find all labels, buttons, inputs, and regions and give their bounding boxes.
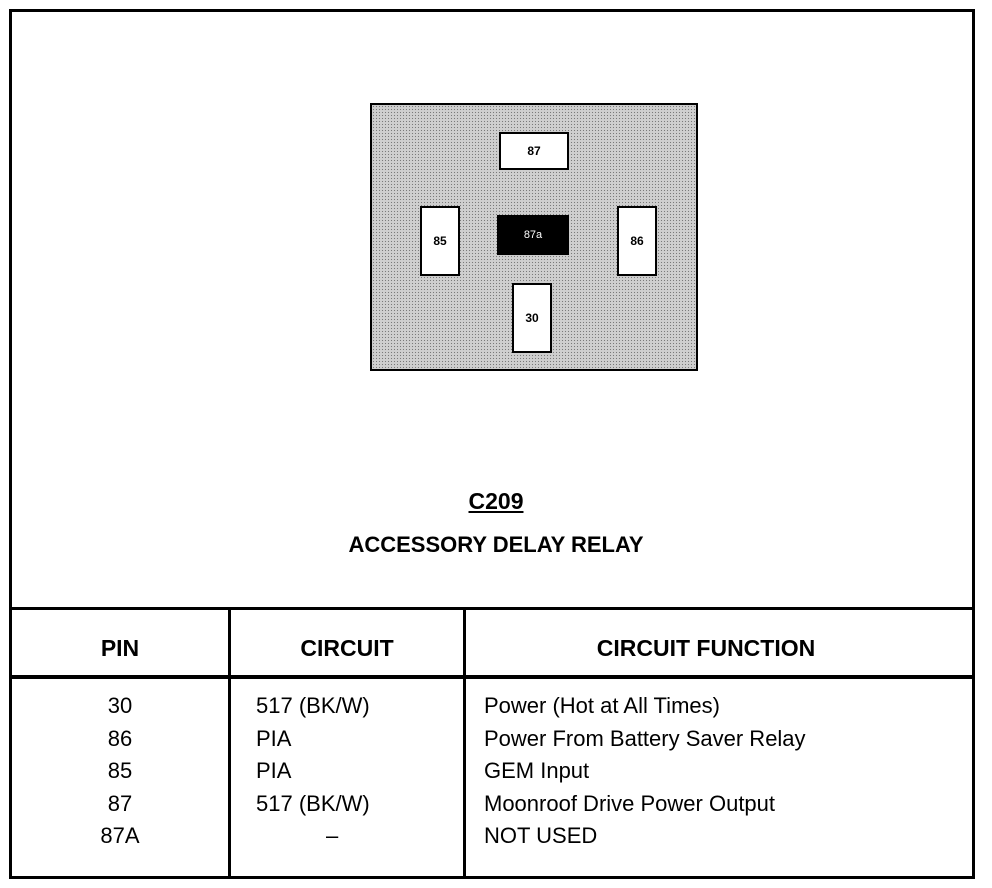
circuit-cell: PIA — [256, 725, 292, 751]
function-column: Power (Hot at All Times) Power From Batt… — [484, 690, 964, 853]
function-cell: GEM Input — [484, 758, 590, 783]
pin-cell: 30 — [107, 693, 133, 718]
header-circuit-function: CIRCUIT FUNCTION — [596, 634, 816, 661]
function-cell: Power From Battery Saver Relay — [484, 725, 806, 751]
pin-column: 30 86 85 87 87A — [80, 690, 160, 853]
function-cell: Moonroof Drive Power Output — [484, 790, 776, 816]
diagram-frame — [9, 9, 975, 879]
pin-cell: 85 — [107, 758, 133, 783]
pin-87a-terminal: 87a — [497, 215, 569, 255]
circuit-cell: PIA — [256, 758, 292, 783]
circuit-cell: 517 (BK/W) — [256, 693, 370, 718]
table-col-divider-1 — [228, 607, 231, 879]
pin-86-terminal: 86 — [617, 206, 657, 276]
circuit-cell: 517 (BK/W) — [256, 790, 370, 816]
connector-id-text: C209 — [468, 488, 524, 514]
connector-id: C209 — [0, 488, 992, 515]
table-top-border — [9, 607, 975, 610]
pin-87-terminal: 87 — [499, 132, 569, 170]
function-cell: NOT USED — [484, 823, 598, 848]
pin-cell: 87A — [100, 823, 140, 848]
header-pin: PIN — [100, 634, 140, 661]
header-circuit: CIRCUIT — [300, 634, 394, 661]
pin-cell: 86 — [107, 725, 133, 751]
pin-30-terminal: 30 — [512, 283, 552, 353]
table-col-divider-2 — [463, 607, 466, 879]
pin-cell: 87 — [107, 790, 133, 816]
table-header-divider — [9, 675, 975, 679]
function-cell: Power (Hot at All Times) — [484, 693, 720, 718]
circuit-cell: – — [326, 823, 339, 848]
connector-name: ACCESSORY DELAY RELAY — [348, 532, 644, 557]
circuit-column: 517 (BK/W) PIA PIA 517 (BK/W) – — [256, 690, 436, 853]
relay-connector-face: 87 85 87a 86 30 — [370, 103, 698, 371]
pin-85-terminal: 85 — [420, 206, 460, 276]
